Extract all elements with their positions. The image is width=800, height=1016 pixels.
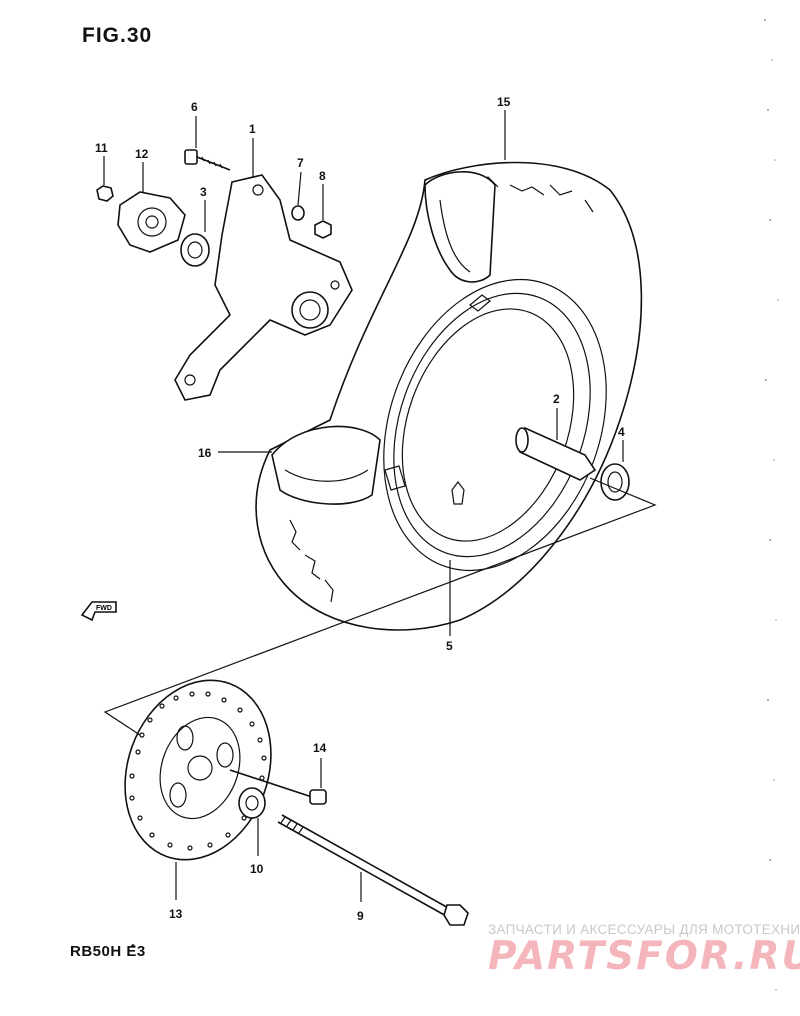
callout-8[interactable]: 8	[319, 169, 326, 183]
callout-1[interactable]: 1	[249, 122, 256, 136]
callout-13[interactable]: 13	[169, 907, 183, 921]
bolt-6[interactable]	[184, 149, 231, 171]
figure-title: FIG.30	[82, 24, 153, 47]
callout-9[interactable]: 9	[357, 909, 364, 923]
watermark-tagline: ЗАПЧАСТИ И АКСЕССУАРЫ ДЛЯ МОТОТЕХНИКИ	[488, 922, 800, 937]
assembly-guide-lines	[103, 477, 657, 736]
collar-10[interactable]	[238, 787, 266, 819]
callout-4[interactable]: 4	[618, 425, 625, 439]
callout-numbers: 1 2 3 4 5 6 7 8 9 10 11 12 13 14 15 16	[95, 95, 625, 923]
callout-11[interactable]: 11	[95, 141, 108, 155]
callout-10[interactable]: 10	[250, 862, 264, 876]
bolt-14[interactable]	[229, 769, 327, 805]
callout-2[interactable]: 2	[553, 392, 560, 406]
callout-14[interactable]: 14	[313, 741, 327, 755]
leader-lines	[103, 110, 624, 902]
watermark-brand: PARTSFOR.RU	[488, 934, 800, 979]
forward-label: FWD	[96, 605, 112, 612]
callout-3[interactable]: 3	[200, 185, 207, 199]
model-code: RB50H E3	[70, 943, 146, 960]
dot-mark	[131, 944, 135, 948]
nut-11[interactable]	[96, 185, 114, 202]
bearing-3[interactable]	[180, 233, 210, 267]
callout-6[interactable]: 6	[191, 100, 198, 114]
wheel-tire-assembly[interactable]	[255, 161, 645, 631]
callout-16[interactable]: 16	[198, 446, 212, 460]
axle-9[interactable]	[277, 814, 469, 926]
washer-7[interactable]	[291, 205, 305, 221]
hub-panel[interactable]	[174, 174, 353, 401]
callout-15[interactable]: 15	[497, 95, 511, 109]
brake-disc[interactable]	[101, 660, 295, 881]
gearbox-12[interactable]	[117, 191, 186, 253]
callout-5[interactable]: 5	[446, 639, 453, 653]
callout-12[interactable]: 12	[135, 147, 149, 161]
forward-arrow-icon: FWD	[80, 601, 117, 622]
scan-noise	[764, 19, 779, 991]
nut-8[interactable]	[314, 220, 332, 239]
callout-7[interactable]: 7	[297, 156, 304, 170]
